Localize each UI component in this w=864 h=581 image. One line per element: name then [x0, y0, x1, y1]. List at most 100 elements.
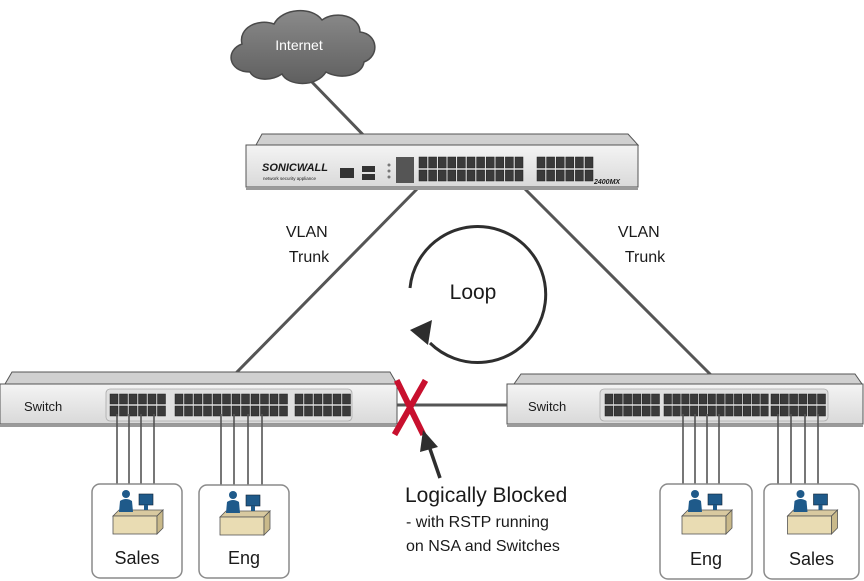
- ethernet-port: [279, 393, 288, 405]
- loop-arrowhead-icon: [410, 320, 432, 345]
- ethernet-port: [241, 393, 250, 405]
- ethernet-port: [742, 393, 751, 405]
- blocked-note: - with RSTP running on NSA and Switches: [406, 514, 560, 555]
- ethernet-port: [817, 405, 826, 417]
- ethernet-port: [157, 405, 166, 417]
- ethernet-port: [536, 156, 546, 169]
- ethernet-port: [128, 393, 138, 405]
- ethernet-port: [690, 393, 699, 405]
- cables: [234, 78, 714, 407]
- ethernet-port: [203, 405, 212, 417]
- ethernet-port: [304, 405, 313, 417]
- cloud-icon: [230, 9, 376, 85]
- left-switch: Switch: [0, 371, 398, 427]
- ethernet-port: [651, 405, 660, 417]
- ethernet-port: [623, 405, 632, 417]
- ethernet-port: [193, 405, 203, 417]
- ethernet-port: [418, 156, 428, 169]
- usb-port: [362, 166, 375, 172]
- ethernet-port: [672, 405, 681, 417]
- ethernet-port: [751, 405, 760, 417]
- ethernet-port: [641, 393, 651, 405]
- ethernet-port: [212, 405, 222, 417]
- ethernet-port: [690, 405, 699, 417]
- ethernet-port: [476, 169, 485, 182]
- ethernet-port: [437, 169, 447, 182]
- left-trunk-label: VLAN Trunk: [286, 224, 332, 266]
- ethernet-port: [485, 169, 495, 182]
- firewall-port-bank: [396, 156, 594, 183]
- ethernet-port: [505, 156, 514, 169]
- ethernet-port: [614, 405, 623, 417]
- ethernet-port: [663, 393, 672, 405]
- ethernet-port: [147, 405, 157, 417]
- ethernet-port: [193, 393, 203, 405]
- ethernet-port: [437, 156, 447, 169]
- left-trunk-line: Trunk: [289, 249, 330, 266]
- ethernet-port: [505, 169, 514, 182]
- ethernet-port: [555, 169, 565, 182]
- cloud-label: Internet: [275, 37, 323, 53]
- blocked-link-marker: [391, 378, 442, 479]
- ethernet-port: [716, 405, 725, 417]
- ethernet-port: [681, 393, 690, 405]
- ethernet-port: [203, 393, 212, 405]
- ethernet-port: [770, 393, 780, 405]
- ethernet-port: [428, 169, 437, 182]
- ethernet-port: [250, 405, 260, 417]
- workstation-label: Sales: [114, 548, 159, 568]
- ethernet-port: [128, 405, 138, 417]
- ethernet-port: [514, 169, 524, 182]
- loop-label: Loop: [450, 281, 497, 304]
- right-trunk-label: VLAN Trunk: [618, 224, 666, 266]
- firewall-subtitle: network security appliance: [263, 176, 317, 181]
- ethernet-port: [184, 393, 193, 405]
- user-at-desk-icon: [681, 490, 733, 535]
- ethernet-port: [184, 405, 193, 417]
- ethernet-port: [751, 393, 760, 405]
- ethernet-port: [495, 156, 505, 169]
- right-switch-label: Switch: [528, 399, 566, 414]
- ethernet-port: [418, 169, 428, 182]
- left-trunk-line: VLAN: [286, 224, 328, 241]
- ethernet-port: [174, 405, 184, 417]
- ethernet-port: [495, 169, 505, 182]
- ethernet-port: [716, 393, 725, 405]
- ethernet-port: [734, 393, 743, 405]
- firewall-appliance: SONICWALL network security appliance 240…: [245, 133, 640, 190]
- ethernet-port: [575, 169, 584, 182]
- ethernet-port: [342, 405, 351, 417]
- ethernet-port: [614, 393, 623, 405]
- ethernet-port: [632, 405, 642, 417]
- user-at-desk-icon: [219, 491, 271, 536]
- ethernet-port: [457, 169, 466, 182]
- ethernet-port: [342, 393, 351, 405]
- ethernet-port: [428, 156, 437, 169]
- blocked-note-line: - with RSTP running: [406, 514, 549, 531]
- ethernet-port: [604, 405, 614, 417]
- loop-arrow-icon: [408, 225, 548, 365]
- blocked-title: Logically Blocked: [405, 484, 567, 507]
- ethernet-port: [584, 156, 594, 169]
- ethernet-port: [294, 393, 304, 405]
- ethernet-port: [447, 169, 457, 182]
- blocked-pointer-arrow: [427, 445, 442, 479]
- workstation-label: Sales: [789, 549, 834, 569]
- ethernet-port: [514, 156, 524, 169]
- ethernet-port: [807, 393, 817, 405]
- ethernet-port: [760, 405, 769, 417]
- ethernet-port: [565, 156, 575, 169]
- status-led: [387, 169, 391, 173]
- ethernet-port: [632, 393, 642, 405]
- left-switch-port-bank: [109, 393, 351, 417]
- ethernet-port: [231, 405, 241, 417]
- ethernet-port: [212, 393, 222, 405]
- ethernet-port: [147, 393, 157, 405]
- ethernet-port: [698, 405, 707, 417]
- ethernet-port: [565, 169, 575, 182]
- right-switch: Switch: [506, 373, 864, 427]
- ethernet-port: [269, 393, 279, 405]
- ethernet-port: [584, 169, 594, 182]
- ethernet-port: [789, 393, 798, 405]
